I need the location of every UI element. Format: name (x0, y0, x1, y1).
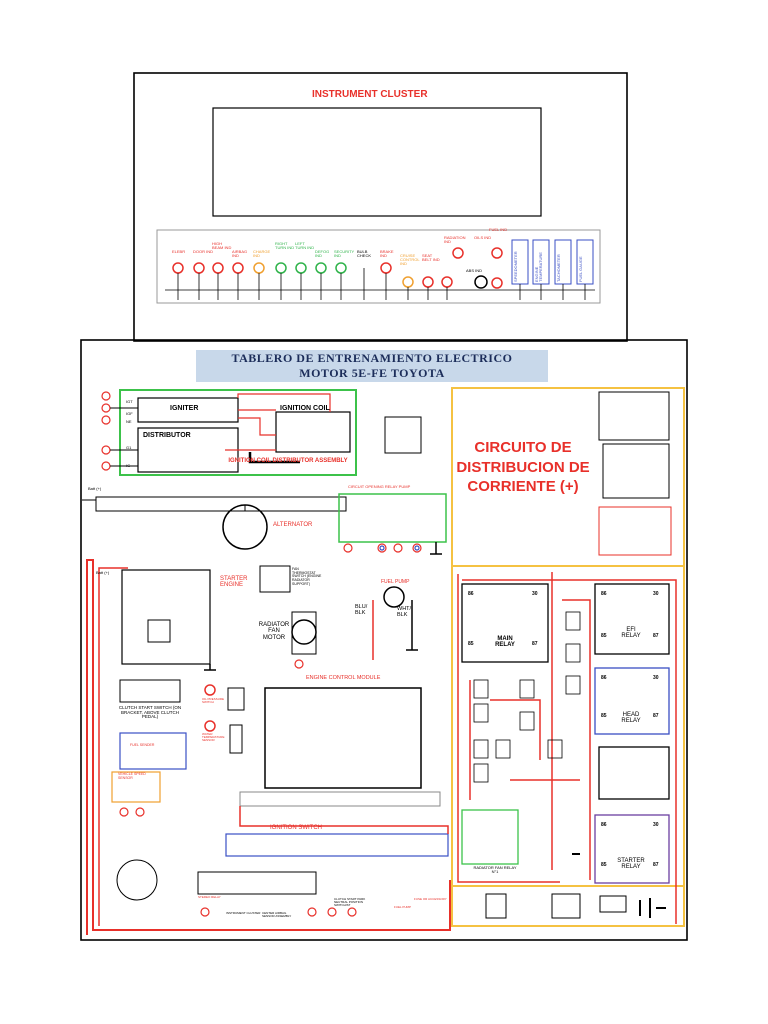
gauge-label: SPEEDOMETER (514, 251, 518, 282)
indicator-label: ELEBR (172, 249, 186, 254)
indicator-label: DOOR IND (193, 249, 213, 254)
indicator-label: CRUISE CONTROL IND (400, 253, 420, 267)
relay-pin-number: 85 (601, 633, 607, 639)
indicator-label: DEFOG IND (315, 249, 330, 259)
bottom-label: FUSE OR ACCESSORY (414, 897, 447, 901)
vss-label: VEHICLE SPEED SENSOR (118, 772, 146, 780)
ignition-switch-box (225, 833, 449, 857)
relay-pin-number: 87 (653, 862, 659, 868)
indicator-label: AIRBAG IND (232, 249, 248, 259)
relay-pin-number: 30 (532, 591, 538, 597)
starter-engine-label: STARTER ENGINE (220, 576, 248, 589)
circuit-opening-relay-label: CIRCUIT OPENING RELAY PUMP (348, 484, 411, 489)
distribution-title: CIRCUITO DE DISTRIBUCION DE CORRIENTE (+… (456, 439, 590, 495)
radiator-fan-motor-label: RADIATOR FAN MOTOR (258, 622, 290, 641)
ignition-switch-label: IGNITION SWITCH (270, 825, 322, 831)
gauge-label: FUEL GAUGE (579, 256, 583, 282)
gauge-label: ENGINE TEMPERATURE (535, 252, 544, 282)
bottom-label: FUEL PUMP (394, 905, 412, 909)
indicator-label: SECURITY IND (334, 249, 355, 259)
cluster-indicator-strip (156, 229, 601, 304)
board-frame (80, 339, 688, 941)
cluster-title: INSTRUMENT CLUSTER (312, 89, 428, 100)
starter-relay-label: STARTER RELAY (617, 858, 645, 871)
starter-batt-label: Batt (+) (96, 570, 110, 575)
distributor-label: DISTRIBUTOR (143, 432, 191, 439)
ignition-assembly-label: IGNITION COIL DISTRIBUTOR ASSEMBLY (228, 458, 348, 464)
main-relay-box (461, 583, 549, 663)
efi-relay-label: EFI RELAY (621, 627, 641, 640)
gauge-label: TACHOMETER (557, 254, 561, 282)
indicator-label: RADIATION IND (444, 235, 466, 245)
main-relay-label: MAIN RELAY (495, 636, 515, 649)
indicator-label: RIGHT TURN IND (275, 241, 295, 251)
ecm-box (264, 687, 422, 789)
ignition-pin-label: NE (126, 419, 132, 424)
head-relay-label: HEAD RELAY (621, 712, 641, 725)
bottom-label: CENTER AIRBAG SENSOR ASSEMBLY (262, 911, 292, 919)
relay-pin-number: 30 (653, 675, 659, 681)
fuel-sender-label: FUEL SENDER (130, 743, 155, 747)
igniter-label: IGNITER (170, 405, 199, 412)
batt-label-top: Batt (+) (88, 486, 102, 491)
bottom-label: INSTRUMENT CLUSTER (226, 911, 261, 915)
indicator-label: CHARGE IND (253, 249, 271, 259)
ignition-pin-label: IGT (126, 399, 133, 404)
indicator-label: BRAKE IND (380, 249, 394, 259)
board-title-line1: TABLERO DE ENTRENAMIENTO ELECTRICO (231, 351, 513, 365)
bottom-label: CLUTCH START PARK NEUTRAL POSITION SWITC… (334, 897, 366, 908)
relay-pin-number: 87 (532, 641, 538, 647)
ecm-label: ENGINE CONTROL MODULE (306, 675, 381, 681)
ignition-coil-label: IGNITION COIL (280, 405, 330, 412)
cluster-display-box (212, 107, 542, 217)
head-relay-box (594, 667, 670, 735)
relay-pin-number: 86 (601, 591, 607, 597)
board-title-line2: MOTOR 5E-FE TOYOTA (299, 366, 445, 380)
cluster-strip-wires (165, 268, 595, 300)
indicator-label: SEAT BELT IND (422, 253, 440, 263)
alternator-label: ALTERNATOR (273, 522, 313, 528)
cluster-frame (133, 72, 628, 342)
radiator-fan-relay-label: RADIATOR FAN RELAY N°1 (473, 865, 517, 875)
relay-pin-number: 30 (653, 822, 659, 828)
relay-pin-number: 85 (601, 713, 607, 719)
efi-relay-box (594, 583, 670, 655)
relay-pin-number: 86 (601, 822, 607, 828)
fan-switch-label: FAN THERMOSTAT SWITCH (ENGINE RADIATOR S… (292, 567, 322, 586)
indicator-label: LEFT TURN IND (295, 241, 315, 251)
fuel-pump-label: FUEL PUMP (381, 579, 410, 585)
indicator-label: FUEL IND (489, 227, 508, 232)
oil-pressure-label: OIL PRESSURE SWITCH (202, 697, 225, 705)
ignition-box (119, 389, 357, 476)
radiator-fan-relay-box (461, 809, 519, 865)
relay-pin-number: 87 (653, 633, 659, 639)
wire-color-wht-blk: WHT/ BLK (397, 606, 412, 618)
ignition-pin-label: G1 (126, 445, 132, 450)
relay-pin-number: 85 (468, 641, 474, 647)
relay-pin-number: 86 (468, 591, 474, 597)
ignition-pin-label: IG (126, 463, 131, 468)
board-title-banner: TABLERO DE ENTRENAMIENTO ELECTRICO MOTOR… (196, 350, 548, 382)
indicator-label: BULB CHECK (357, 249, 372, 259)
clutch-switch-label: CLUTCH START SWITCH (ON BRACKET, ABOVE C… (118, 705, 182, 720)
abs-indicator-label: ABS IND (466, 268, 483, 273)
bottom-label: STEREO RELAY (198, 895, 221, 899)
relay-pin-number: 30 (653, 591, 659, 597)
relay-pin-number: 86 (601, 675, 607, 681)
starter-relay-box (594, 814, 670, 884)
water-temp-label: WATER TEMPERATURE SENSOR (202, 732, 225, 743)
relay-pin-number: 87 (653, 713, 659, 719)
indicator-label: HIGH BEAM IND (212, 241, 232, 251)
wire-color-blu-blk: BLU/ BLK (355, 604, 368, 616)
indicator-label: OILS IND (474, 235, 492, 240)
relay-pin-number: 85 (601, 862, 607, 868)
ignition-pin-label: IGF (126, 411, 133, 416)
